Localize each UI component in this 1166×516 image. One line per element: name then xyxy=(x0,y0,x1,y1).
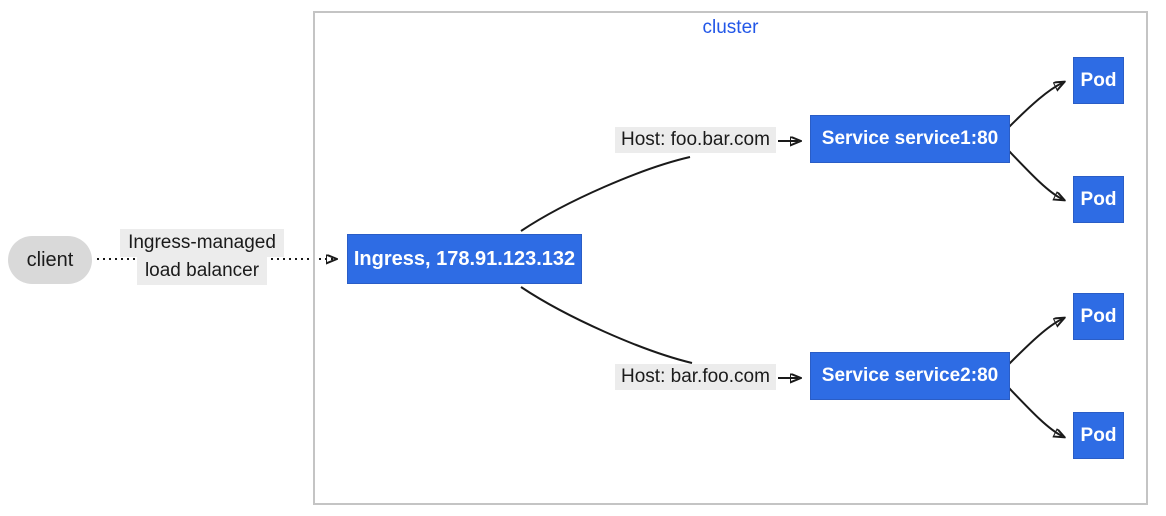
host-rule-foo-bar-com: Host: foo.bar.com xyxy=(615,127,776,153)
load-balancer-label-line2: load balancer xyxy=(136,257,268,285)
client-label: client xyxy=(26,248,74,271)
pod2-label: Pod xyxy=(1080,188,1117,210)
pod4-label: Pod xyxy=(1080,424,1117,446)
load-balancer-label: Ingress-managed load balancer xyxy=(112,229,292,285)
cluster-label: cluster xyxy=(702,17,759,38)
service2-node: Service service2:80 xyxy=(810,352,1010,400)
host-rule-bar-foo-com: Host: bar.foo.com xyxy=(615,364,776,390)
service1-label: Service service1:80 xyxy=(821,128,999,149)
pod1-label: Pod xyxy=(1080,69,1117,91)
pod-node-4: Pod xyxy=(1073,412,1124,459)
client-node: client xyxy=(8,236,92,284)
pod-node-3: Pod xyxy=(1073,293,1124,340)
load-balancer-label-line1: Ingress-managed xyxy=(120,229,284,257)
ingress-node: Ingress, 178.91.123.132 xyxy=(347,234,582,284)
ingress-label: Ingress, 178.91.123.132 xyxy=(353,247,576,270)
cluster-boundary xyxy=(313,11,1148,505)
pod-node-1: Pod xyxy=(1073,57,1124,104)
pod-node-2: Pod xyxy=(1073,176,1124,223)
pod3-label: Pod xyxy=(1080,305,1117,327)
service1-node: Service service1:80 xyxy=(810,115,1010,163)
service2-label: Service service2:80 xyxy=(821,365,999,386)
